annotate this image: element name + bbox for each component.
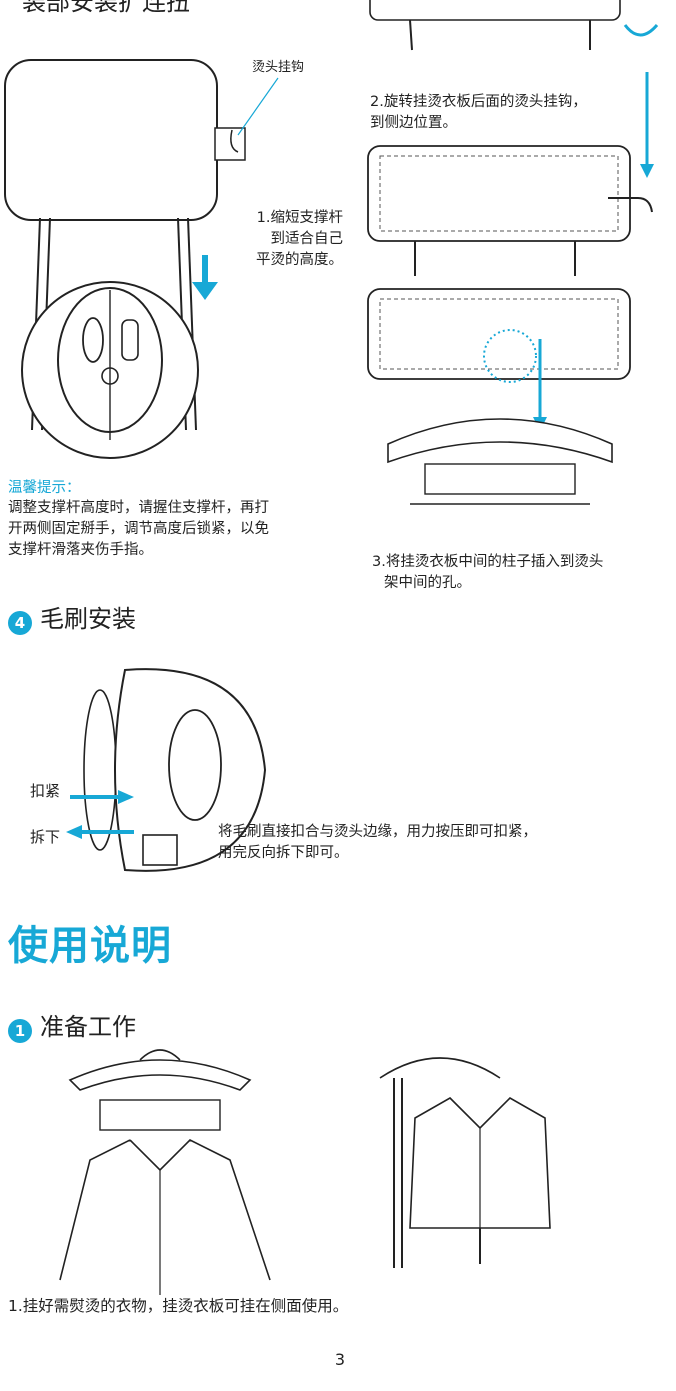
tighten-label: 扣紧 <box>30 782 61 800</box>
step3-text: 3.将挂烫衣板中间的柱子插入到烫头架中间的孔。 <box>372 554 604 591</box>
prep-title: 准备工作 <box>40 1013 136 1041</box>
brush-title: 毛刷安装 <box>40 605 136 633</box>
usage-title: 使用说明 <box>8 923 172 969</box>
jacket-side-illustration <box>379 1057 551 1268</box>
board-illustration-bottom <box>367 288 631 505</box>
steamer-illustration-left <box>4 59 279 459</box>
brush-description: 将毛刷直接扣合与烫头边缘，用力按压即可扣紧，用完反向拆下即可。 <box>218 824 537 861</box>
tip-text: 调整支撑杆高度时，请握住支撑杆，再打开两侧固定掰手，调节高度后锁紧，以免支撑杆滑… <box>8 500 269 558</box>
usage-step1-text: 1.挂好需熨烫的衣物，挂烫衣板可挂在侧面使用。 <box>8 1297 349 1315</box>
hook-label: 烫头挂钩 <box>252 60 305 75</box>
tip-title: 温馨提示： <box>8 480 81 496</box>
jacket-front-illustration <box>59 1049 271 1295</box>
prep-heading: 1 准备工作 <box>8 1012 136 1043</box>
step1-text: 1.缩短支撑杆到适合自己平烫的高度。 <box>256 210 343 268</box>
step-number-badge: 4 <box>8 610 32 635</box>
step2-text: 2.旋转挂烫衣板后面的烫头挂钩，到侧边位置。 <box>370 94 587 131</box>
board-illustration-top <box>369 0 659 51</box>
brush-illustration <box>66 668 267 872</box>
page-number: 3 <box>334 1350 346 1369</box>
section-heading-partial: 装部安装扩连扭 <box>22 0 190 16</box>
brush-section-heading: 4 毛刷安装 <box>8 604 136 635</box>
step-number-badge: 1 <box>8 1018 32 1043</box>
board-illustration-mid <box>367 72 654 276</box>
remove-label: 拆下 <box>30 828 61 846</box>
